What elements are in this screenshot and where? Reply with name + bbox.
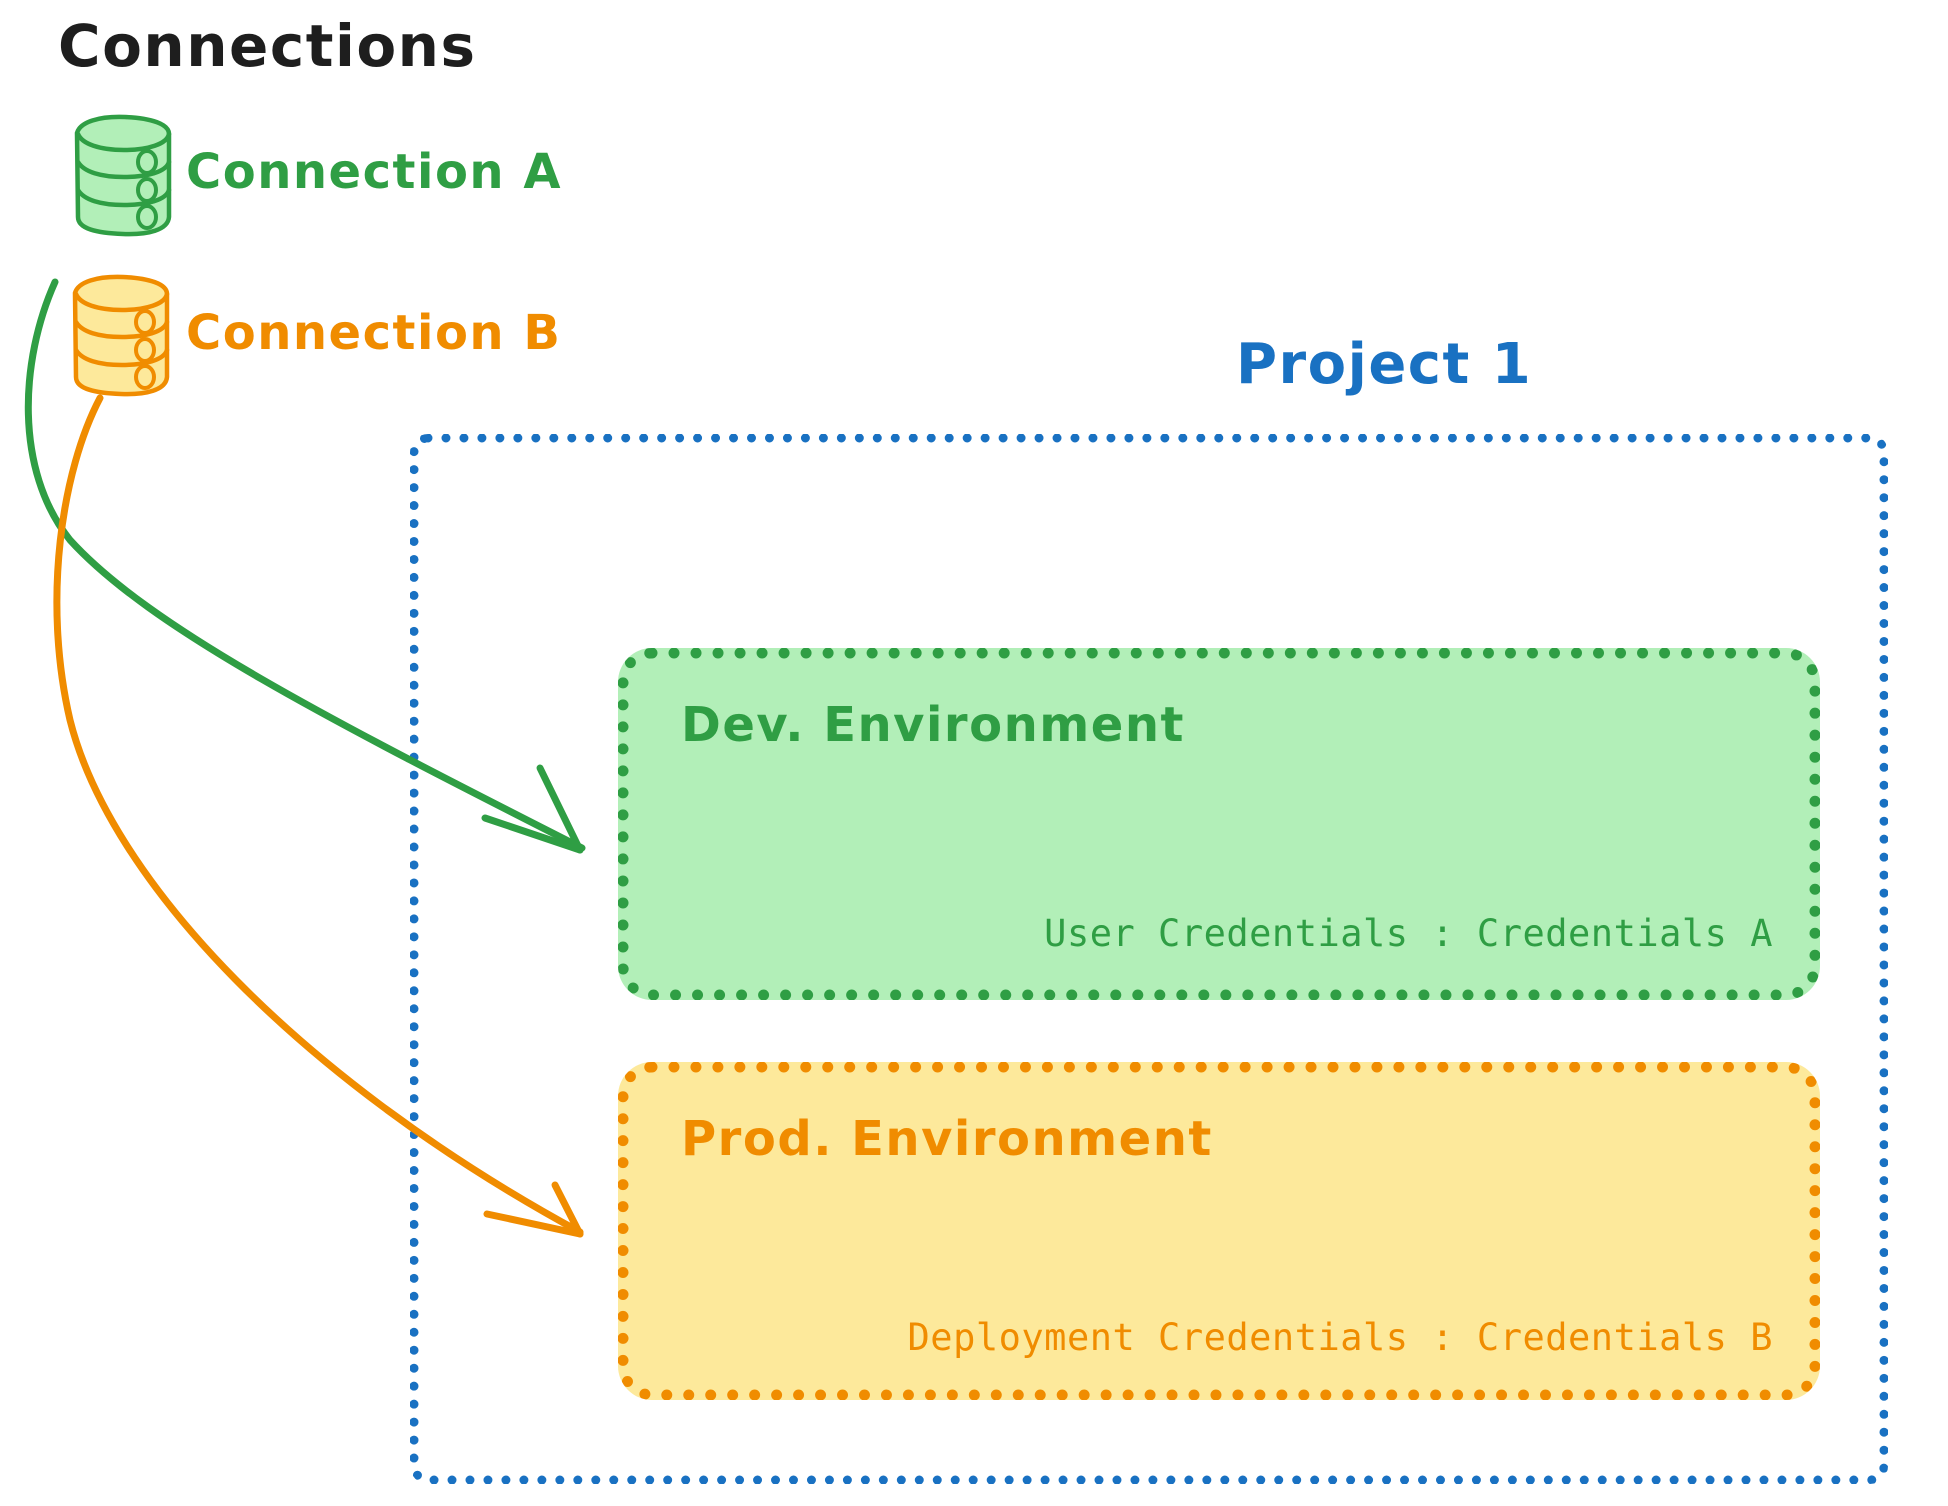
prod-environment-credentials: Deployment Credentials : Credentials B	[907, 1316, 1773, 1359]
database-cylinder-icon	[66, 272, 178, 406]
dev-environment-title: Dev. Environment	[681, 697, 1185, 753]
project-label: Project 1	[1236, 332, 1533, 397]
prod-environment-title: Prod. Environment	[681, 1111, 1213, 1167]
dev-environment-box: Dev. Environment User Credentials : Cred…	[618, 648, 1820, 1000]
prod-environment-box: Prod. Environment Deployment Credentials…	[618, 1062, 1820, 1400]
connection-a-label: Connection A	[186, 144, 562, 200]
database-cylinder-icon	[68, 112, 180, 246]
dev-environment-credentials: User Credentials : Credentials A	[1044, 912, 1773, 955]
connection-b-label: Connection B	[186, 305, 562, 361]
page-title: Connections	[58, 12, 477, 80]
